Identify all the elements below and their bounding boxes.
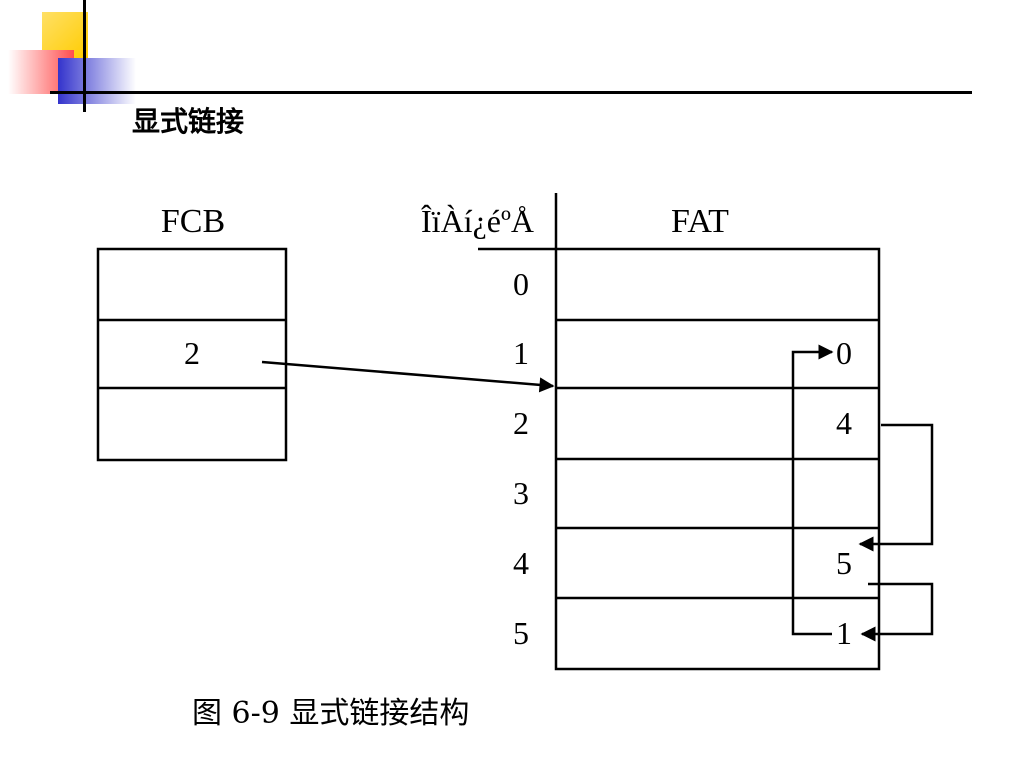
corner-blue-square: [58, 58, 136, 104]
fcb-header: FCB: [161, 203, 225, 240]
slide-title: 显式链接: [132, 105, 245, 138]
fat-index: 5: [513, 615, 529, 651]
link-arrow-5-to-1: [791, 344, 834, 636]
title-rule: [50, 91, 972, 94]
fat-index: 3: [513, 475, 529, 511]
fat-value: 0: [836, 335, 852, 371]
fat-value: 1: [836, 615, 852, 651]
fat-value: 5: [836, 545, 852, 581]
fat-header: FAT: [671, 203, 729, 240]
fat-index: 2: [513, 405, 529, 441]
fcb-cell: 2: [184, 335, 200, 371]
corner-vertical-line: [83, 0, 86, 112]
fat-index: 4: [513, 545, 529, 581]
fat-index-header: ÎïÀí¿éºÅ: [421, 203, 534, 239]
fcb-table: [96, 247, 288, 462]
figure-caption: 图 6-9 显式链接结构: [192, 696, 470, 731]
link-arrow-4-to-5: [860, 582, 934, 642]
fcb-to-fat-arrow: [261, 360, 555, 393]
fat-index: 1: [513, 335, 529, 371]
fat-index: 0: [513, 266, 529, 302]
link-arrow-2-to-4: [858, 423, 934, 552]
fat-value: 4: [836, 405, 852, 441]
